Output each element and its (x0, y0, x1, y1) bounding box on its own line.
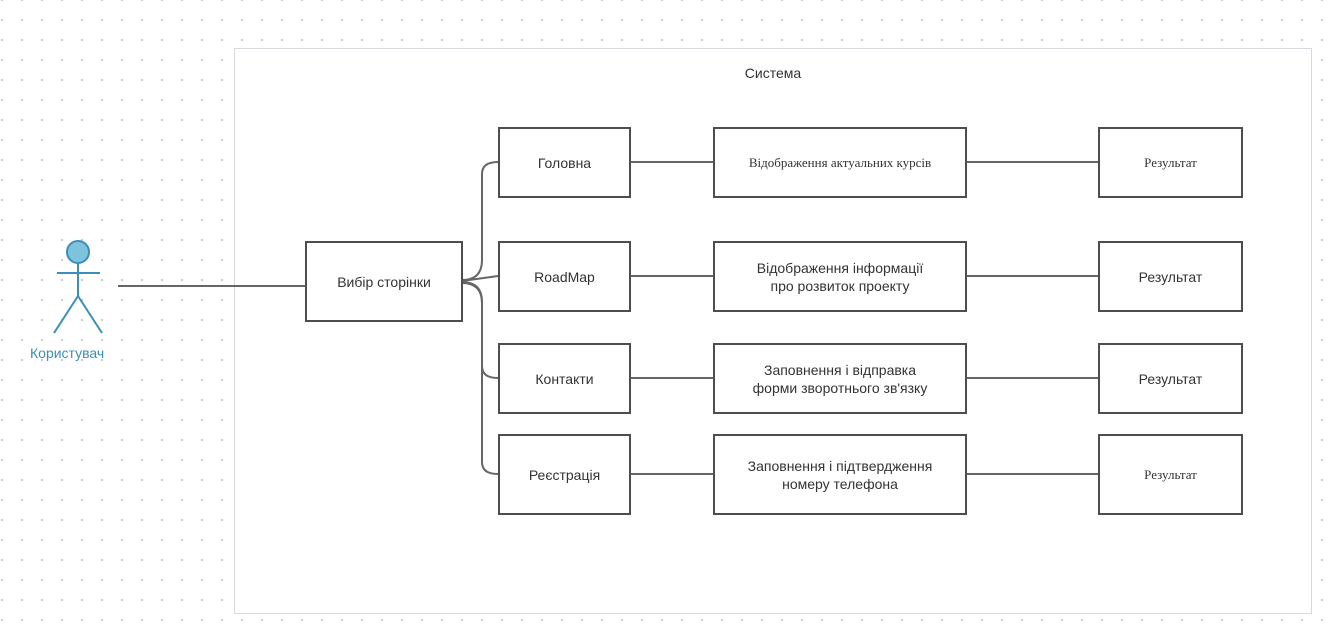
action-box-roadmap[interactable]: Відображення інформації про розвиток про… (713, 241, 967, 312)
action-box-home[interactable]: Відображення актуальних курсів (713, 127, 967, 198)
action-box-contacts[interactable]: Заповнення і відправка форми зворотнього… (713, 343, 967, 414)
selector-box[interactable]: Вибір сторінки (305, 241, 463, 322)
result-box-home[interactable]: Результат (1098, 127, 1243, 198)
page-box-registration[interactable]: Реєстрація (498, 434, 631, 515)
result-box-contacts[interactable]: Результат (1098, 343, 1243, 414)
page-box-roadmap[interactable]: RoadMap (498, 241, 631, 312)
result-box-registration[interactable]: Результат (1098, 434, 1243, 515)
page-box-home[interactable]: Головна (498, 127, 631, 198)
result-box-roadmap[interactable]: Результат (1098, 241, 1243, 312)
actor-label: Користувач (30, 345, 105, 361)
actor-icon (53, 240, 103, 334)
action-box-registration[interactable]: Заповнення і підтвердження номеру телефо… (713, 434, 967, 515)
page-box-contacts[interactable]: Контакти (498, 343, 631, 414)
connector-selector-pages (461, 161, 499, 475)
connector-page-action (630, 161, 713, 475)
system-title: Система (744, 65, 802, 81)
connector-action-result (966, 161, 1098, 475)
